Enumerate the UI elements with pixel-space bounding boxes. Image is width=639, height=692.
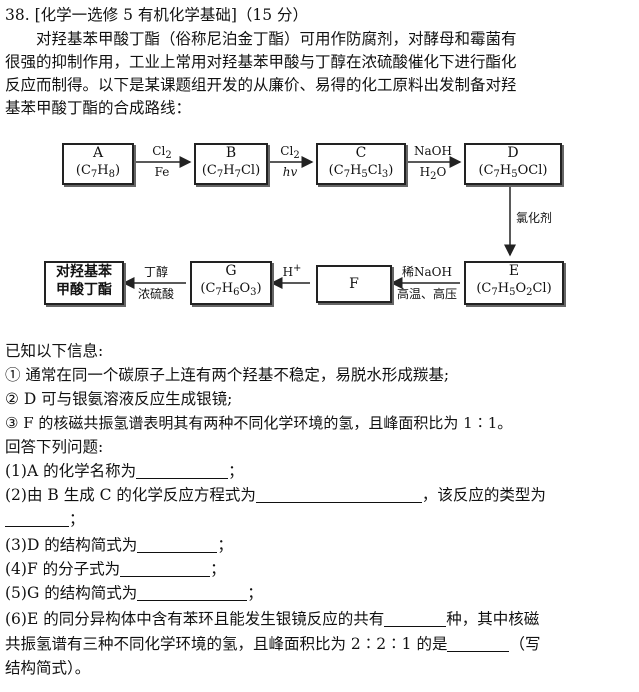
question-2-text: (2)由 B 生成 C 的化学反应方程式为 [5, 486, 256, 504]
intro-line: 基苯甲酸丁酯的合成路线： [5, 99, 192, 117]
compound-g-box: G (C7H6O3) [190, 261, 272, 305]
compound-b-formula: (C7H7Cl) [201, 163, 261, 180]
compound-g-label: G [225, 263, 237, 279]
compound-c-box: C (C7H5Cl3) [316, 143, 406, 185]
answer-blank[interactable] [120, 560, 211, 577]
question-6-text-c: 共振氢谱有三种不同化学环境的氢，且峰面积比为 2∶2∶1 的是 [5, 635, 448, 653]
intro-line: 很强的抑制作用，工业上常用对羟基苯甲酸与丁醇在浓硫酸催化下进行酯化 [5, 53, 517, 71]
question-1-text: (1)A 的化学名称为 [5, 462, 137, 480]
question-2-cont: ； [5, 508, 85, 530]
compound-d-box: D (C7H5OCl) [464, 143, 562, 185]
question-number: 38. [5, 6, 30, 24]
intro-line: 对羟基苯甲酸丁酯（俗称尼泊金丁酯）可用作防腐剂，对酵母和霉菌有 [36, 30, 517, 48]
answer-blank[interactable] [447, 635, 510, 652]
questions-heading: 回答下列问题: [5, 438, 104, 456]
compound-b-box: B (C7H7Cl) [194, 143, 268, 185]
question-6-text-d: （写 [509, 635, 541, 653]
question-score: （15 分） [236, 6, 309, 24]
reagent-ef-top: 稀NaOH [402, 265, 452, 279]
product-name-line: 对羟基苯 [56, 264, 112, 280]
answer-blank[interactable] [137, 584, 248, 601]
answer-blank[interactable] [5, 510, 69, 527]
question-4-end: ； [210, 560, 226, 578]
question-4-text: (4)F 的分子式为 [5, 560, 121, 578]
question-3: (3)D 的结构简式为 ； [5, 534, 233, 556]
question-6-end: 结构简式）。 [5, 659, 91, 677]
question-3-end: ； [217, 536, 233, 554]
info-item: ③ F 的核磁共振氢谱表明其有两种不同化学环境的氢，且峰面积比为 1∶1。 [5, 414, 513, 432]
compound-f-box: F [316, 265, 392, 303]
info-item: ① 通常在同一个碳原子上连有两个羟基不稳定，易脱水形成羰基; [5, 366, 450, 384]
question-3-text: (3)D 的结构简式为 [5, 536, 138, 554]
reagent-ab-bottom: Fe [154, 165, 170, 179]
question-6-text-b: 种，其中核磁 [446, 610, 540, 628]
question-1-end: ； [228, 462, 244, 480]
compound-e-formula: (C7H5O2Cl) [476, 281, 552, 298]
scheme-arrows [122, 156, 516, 289]
question-header: 38. [化学一选修 5 有机化学基础]（15 分） [5, 4, 308, 26]
compound-e-box: E (C7H5O2Cl) [464, 261, 564, 305]
compound-g-formula: (C7H6O3) [200, 281, 262, 298]
question-4: (4)F 的分子式为 ； [5, 558, 226, 580]
question-5-text: (5)G 的结构简式为 [5, 584, 138, 602]
info-item: ② D 可与银氨溶液反应生成银镜; [5, 390, 233, 408]
reagent-ef-bottom: 高温、高压 [396, 287, 457, 301]
compound-d-formula: (C7H5OCl) [478, 163, 548, 180]
question-6-text: (6)E 的同分异构体中含有苯环且能发生银镜反应的共有 [5, 610, 385, 628]
intro-line: 反应而制得。以下是某课题组开发的从廉价、易得的化工原料出发制备对羟 [5, 76, 517, 94]
compound-c-formula: (C7H5Cl3) [328, 163, 394, 180]
reagent-bc-bottom: hv [282, 165, 298, 179]
question-title: [化学一选修 5 有机化学基础] [34, 6, 237, 24]
reagent-ab-top: Cl2 [152, 144, 172, 161]
question-6: (6)E 的同分异构体中含有苯环且能发生银镜反应的共有 种，其中核磁 [5, 608, 539, 630]
reagent-de: 氯化剂 [516, 211, 553, 225]
product-box: 对羟基苯 甲酸丁酯 [44, 261, 124, 305]
answer-blank[interactable] [136, 462, 229, 479]
compound-b-label: B [225, 145, 237, 161]
compound-e-label: E [508, 263, 520, 279]
reagent-gp-top: 丁醇 [143, 265, 168, 279]
answer-blank[interactable] [384, 610, 447, 627]
question-6-cont: 共振氢谱有三种不同化学环境的氢，且峰面积比为 2∶2∶1 的是 （写 [5, 633, 540, 655]
question-5: (5)G 的结构简式为 ； [5, 582, 263, 604]
compound-a-formula: (C7H8) [75, 163, 121, 180]
compound-c-label: C [355, 145, 367, 161]
reagent-fg-top: H+ [282, 263, 302, 280]
reagent-bc-top: Cl2 [280, 144, 300, 161]
answer-blank[interactable] [137, 536, 218, 553]
question-2-text-b: ，该反应的类型为 [421, 486, 546, 504]
question-1: (1)A 的化学名称为 ； [5, 460, 244, 482]
compound-a-label: A [92, 145, 104, 161]
reagent-cd-bottom: H2O [419, 165, 447, 182]
compound-a-box: A (C7H8) [62, 143, 134, 185]
reagent-cd-top: NaOH [414, 144, 452, 158]
compound-f-label: F [349, 276, 359, 292]
product-name-line: 甲酸丁酯 [56, 282, 112, 298]
synthesis-scheme: A (C7H8) B (C7H7Cl) C (C7H5Cl3) D (C7H5O… [40, 135, 580, 315]
reagent-gp-bottom: 浓硫酸 [137, 287, 174, 301]
question-5-end: ； [247, 584, 263, 602]
question-2: (2)由 B 生成 C 的化学反应方程式为 ，该反应的类型为 [5, 484, 546, 506]
compound-d-label: D [507, 145, 519, 161]
answer-blank[interactable] [255, 486, 422, 503]
info-heading: 已知以下信息: [5, 342, 104, 360]
question-2-end: ； [69, 510, 85, 528]
